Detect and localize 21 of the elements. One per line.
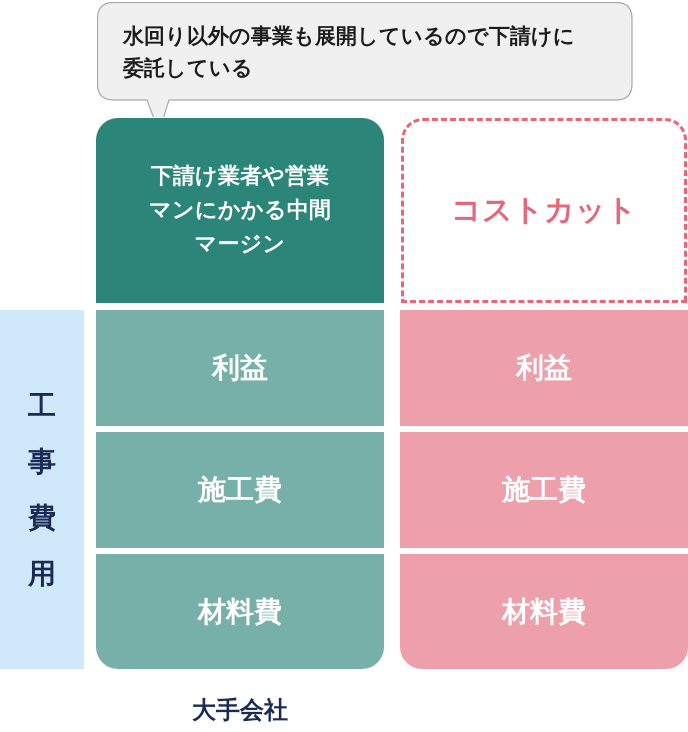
cost-block (400, 554, 688, 669)
cost-block (400, 432, 688, 548)
side-band (0, 310, 84, 669)
cost-block (400, 310, 688, 426)
block-label: 材料費 (198, 594, 282, 630)
speech-bubble (97, 2, 633, 117)
cost-block (96, 554, 384, 669)
block-label: 下請け業者や営業マンにかかる中間マージン (148, 162, 332, 258)
block-label: 利益 (212, 350, 268, 386)
band-label: 工事費用 (26, 388, 57, 592)
block-label: 利益 (516, 350, 572, 386)
block-label: 施工費 (502, 472, 586, 508)
block-label: 施工費 (198, 472, 282, 508)
block-label: 材料費 (502, 594, 586, 630)
column-label: 大手会社 (191, 695, 289, 726)
cost-block (96, 432, 384, 548)
cost-block (96, 118, 384, 303)
box-label: コストカット (451, 192, 637, 230)
dashed-box (401, 118, 687, 303)
bubble-text: 水回り以外の事業も展開しているので下請けに委託している (123, 23, 576, 82)
cost-block (96, 310, 384, 426)
